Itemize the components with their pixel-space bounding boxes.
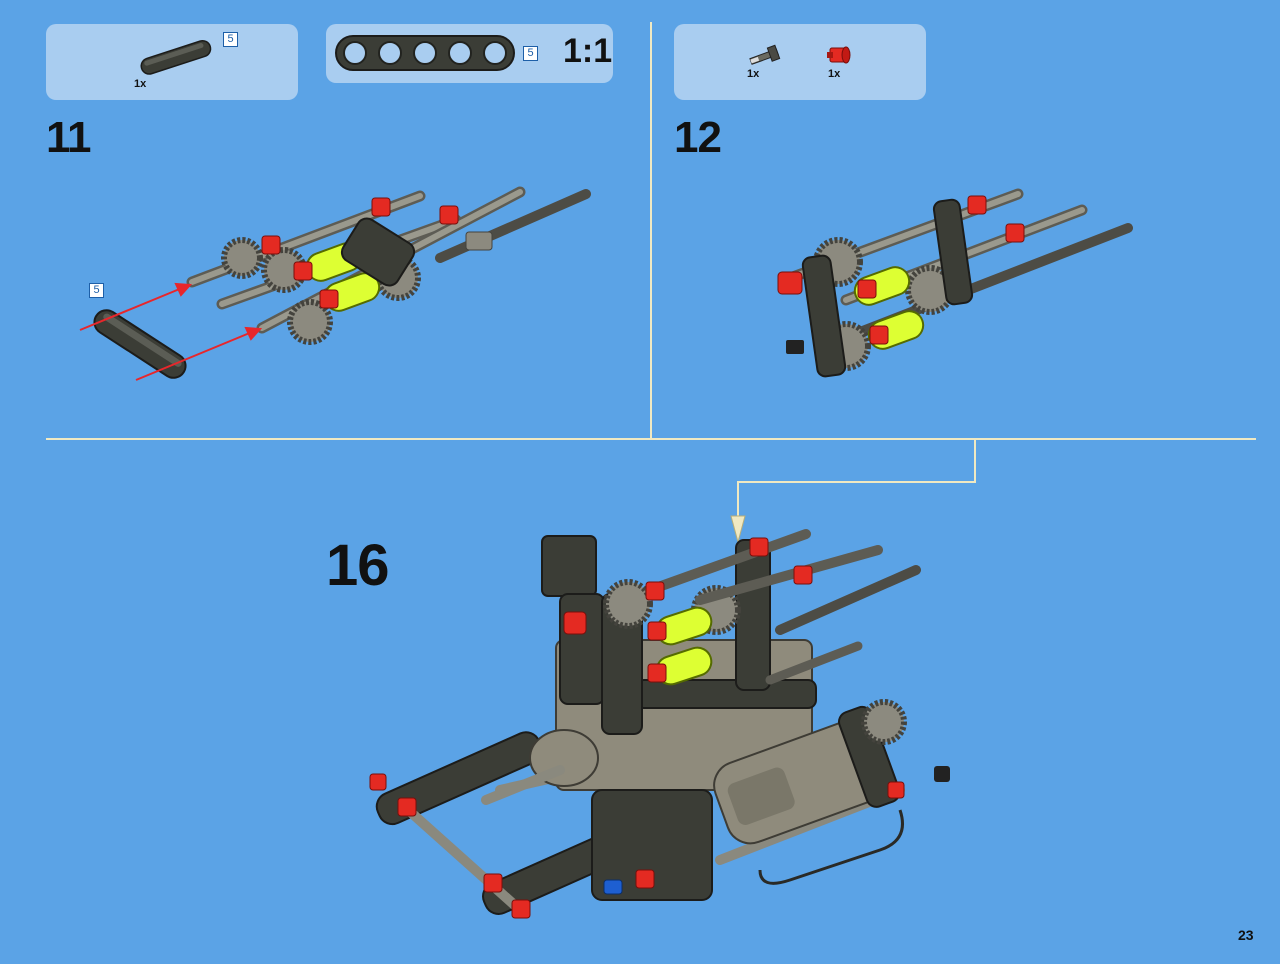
step-number-16: 16 <box>326 533 390 598</box>
callout-connector-arrow <box>730 440 976 544</box>
scale-panel: 5 1:1 <box>326 24 613 83</box>
parts-list-step-12: 1x 1x <box>674 24 926 100</box>
part-quantity-axle: 1x <box>747 68 760 80</box>
parts-list-step-11: 5 1x <box>46 24 298 100</box>
part-quantity: 1x <box>134 78 147 90</box>
divider-horizontal <box>46 438 1256 440</box>
beam-5-part-icon <box>140 39 212 75</box>
callout-length-badge: 5 <box>89 283 104 298</box>
page-number: 23 <box>1238 927 1254 943</box>
scale-label: 1:1 <box>563 32 613 70</box>
step-number-12: 12 <box>674 113 722 162</box>
length-badge: 5 <box>223 32 238 47</box>
scale-length-badge: 5 <box>523 46 538 61</box>
axle-with-stop-part-icon <box>749 44 781 65</box>
step-12-assembly-illustration <box>777 188 1133 378</box>
step-11-assembly-illustration <box>79 186 591 381</box>
step-number-11: 11 <box>46 113 92 162</box>
divider-vertical <box>650 22 652 438</box>
red-bush-part-icon <box>827 46 851 64</box>
part-quantity-bush: 1x <box>828 68 841 80</box>
beam-7-scale-icon <box>335 35 515 71</box>
